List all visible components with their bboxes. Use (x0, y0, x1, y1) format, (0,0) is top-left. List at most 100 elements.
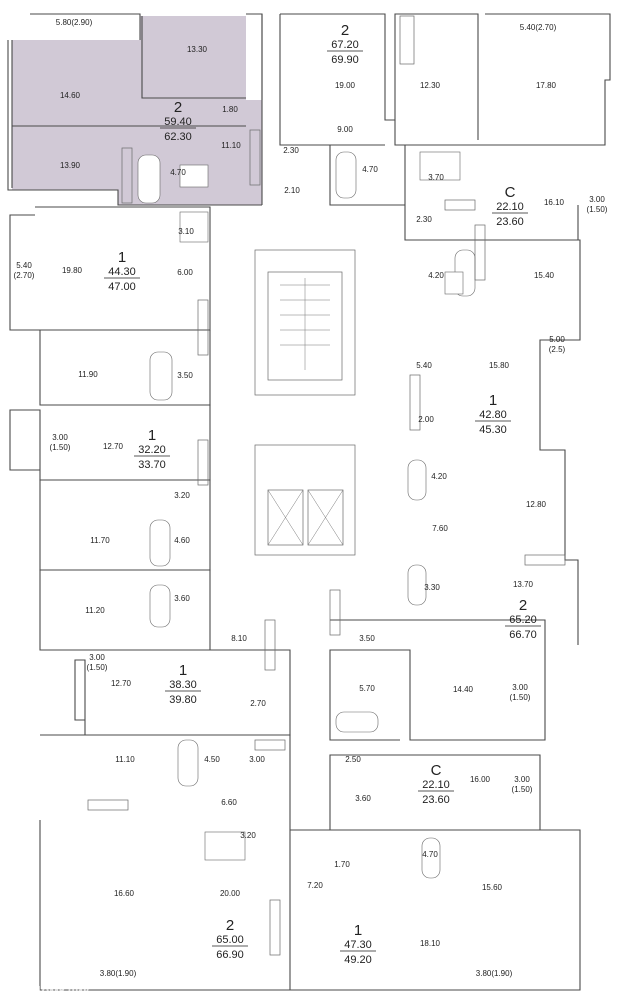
room-area: 3.00 (249, 755, 265, 764)
unit-area-total: 66.70 (509, 629, 537, 641)
unit-area-living: 67.20 (331, 39, 359, 51)
unit-label-u4[interactable]: 144.30 47.00 (104, 249, 140, 293)
room-area: 3.80(1.90) (476, 969, 513, 978)
unit-area-total: 49.20 (344, 954, 372, 966)
unit-area-living: 47.30 (344, 939, 372, 951)
room-area: 16.60 (114, 889, 135, 898)
room-area: 6.60 (221, 798, 237, 807)
room-area: 13.70 (513, 580, 534, 589)
room-area: 3.60 (355, 794, 371, 803)
room-area: 4.70 (422, 850, 438, 859)
unit-area-living: 42.80 (479, 409, 507, 421)
room-area: 4.20 (431, 472, 447, 481)
room-area: 2.10 (284, 186, 300, 195)
room-area: 13.90 (60, 161, 81, 170)
unit-area-living: 44.30 (108, 266, 136, 278)
unit-area-living: 22.10 (496, 201, 524, 213)
room-area: 3.10 (178, 227, 194, 236)
room-area: 3.00(1.50) (587, 195, 608, 214)
unit-rooms: 1 (148, 427, 156, 444)
fixtures (137, 151, 476, 879)
room-area: 4.50 (204, 755, 220, 764)
room-area: 12.30 (420, 81, 441, 90)
room-area: 3.00(1.50) (50, 433, 71, 452)
room-area: 2.70 (250, 699, 266, 708)
room-area: 15.80 (489, 361, 510, 370)
unit-rooms: 1 (354, 922, 362, 939)
unit-area-living: 65.00 (216, 934, 244, 946)
room-area: 19.00 (335, 81, 356, 90)
unit-area-total: 33.70 (138, 459, 166, 471)
room-area: 2.00 (418, 415, 434, 424)
unit-area-total: 47.00 (108, 281, 136, 293)
room-area: 3.50 (359, 634, 375, 643)
room-area: 4.20 (428, 271, 444, 280)
unit-area-total: 45.30 (479, 424, 507, 436)
unit-highlight[interactable] (12, 16, 262, 205)
unit-label-u7[interactable]: 265.20 66.70 (505, 597, 541, 641)
unit-rooms: 1 (179, 662, 187, 679)
room-area: 11.10 (115, 755, 135, 764)
room-area: 7.60 (432, 524, 448, 533)
unit-area-living: 65.20 (509, 614, 537, 626)
room-area: 1.80 (222, 105, 238, 114)
room-area: 3.00(1.50) (512, 775, 533, 794)
room-area: 3.70 (428, 173, 444, 182)
unit-labels: 259.4062.30267.2069.90С22.1023.60144.304… (104, 22, 541, 966)
room-area: 5.40(2.70) (14, 261, 35, 280)
room-area: 3.20 (174, 491, 190, 500)
room-area: 3.50 (177, 371, 193, 380)
room-area: 16.00 (470, 775, 491, 784)
unit-rooms: 2 (226, 917, 234, 934)
room-area: 2.30 (416, 215, 432, 224)
unit-label-u5[interactable]: 142.80 45.30 (475, 392, 511, 436)
room-area: 1.70 (334, 860, 350, 869)
unit-rooms: С (505, 184, 516, 201)
unit-label-u3[interactable]: С22.10 23.60 (492, 184, 528, 228)
room-area: 9.00 (337, 125, 353, 134)
room-area: 14.60 (60, 91, 81, 100)
room-area: 12.70 (111, 679, 132, 688)
unit-rooms: 2 (519, 597, 527, 614)
room-area: 15.60 (482, 883, 503, 892)
unit-area-living: 38.30 (169, 679, 197, 691)
room-area: 12.70 (103, 442, 124, 451)
room-area: 15.40 (534, 271, 555, 280)
room-area: 2.50 (345, 755, 361, 764)
room-area: 18.10 (420, 939, 441, 948)
room-area: 12.80 (526, 500, 547, 509)
room-area: 5.40 (416, 361, 432, 370)
room-area: 5.40(2.70) (520, 23, 557, 32)
room-area: 4.60 (174, 536, 190, 545)
room-area: 11.70 (90, 536, 110, 545)
room-area: 2.30 (283, 146, 299, 155)
unit-area-total: 23.60 (496, 216, 524, 228)
room-area: 5.80(2.90) (56, 18, 93, 27)
room-area: 3.60 (174, 594, 190, 603)
unit-label-u2[interactable]: 267.20 69.90 (327, 22, 363, 66)
room-area: 6.00 (177, 268, 193, 277)
room-area: 14.40 (453, 685, 474, 694)
unit-area-total: 69.90 (331, 54, 359, 66)
unit-rooms: 1 (489, 392, 497, 409)
room-area: 8.10 (231, 634, 247, 643)
unit-area-living: 59.40 (164, 116, 192, 128)
room-area: 11.90 (78, 370, 98, 379)
room-area: 5.00(2.5) (549, 335, 566, 354)
unit-label-u11[interactable]: 147.30 49.20 (340, 922, 376, 966)
unit-rooms: 1 (118, 249, 126, 266)
unit-area-living: 22.10 (422, 779, 450, 791)
room-area: 3.20 (240, 831, 256, 840)
room-area: 20.00 (220, 889, 241, 898)
room-area: 3.80(1.90) (100, 969, 137, 978)
unit-rooms: С (431, 762, 442, 779)
room-area: 11.20 (85, 606, 105, 615)
unit-rooms: 2 (341, 22, 349, 39)
room-area: 11.10 (221, 141, 241, 150)
